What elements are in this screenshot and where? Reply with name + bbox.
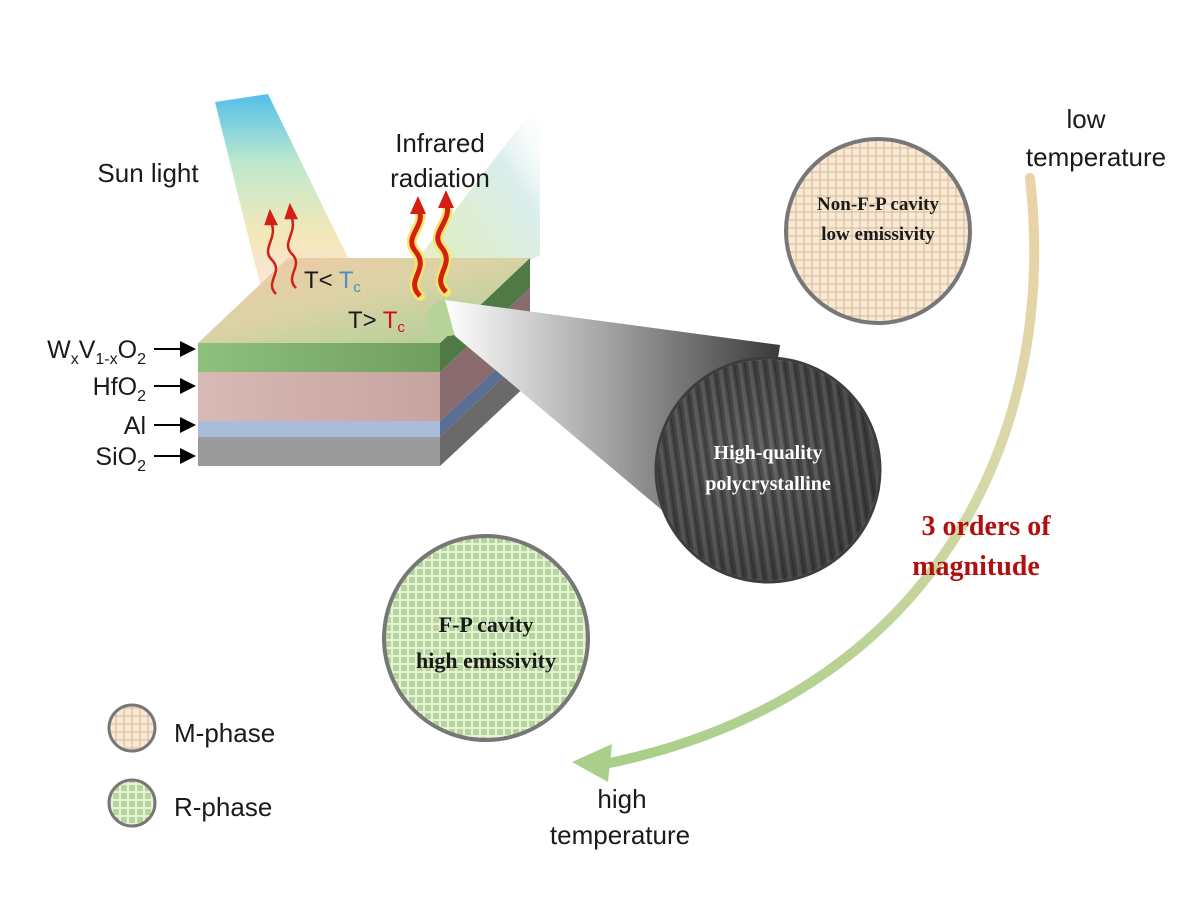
polycrystalline-circle: High-quality polycrystalline xyxy=(654,356,882,584)
layer-labels: WxV1-xO2 HfO2 Al SiO2 xyxy=(47,336,196,475)
legend: M-phase R-phase xyxy=(107,703,275,828)
cold-emission-arrows xyxy=(264,202,299,295)
high-temp-line2: temperature xyxy=(550,820,690,850)
fp-line1: F-P cavity xyxy=(439,612,534,637)
legend-r-phase-label: R-phase xyxy=(174,792,272,822)
layer-stack xyxy=(198,258,530,466)
t-less-than-tc: T<Tc xyxy=(304,267,361,296)
hot-emission-arrows xyxy=(406,190,454,301)
arc-arrowhead xyxy=(572,744,612,782)
low-temp-line2: temperature xyxy=(1026,142,1166,172)
sio2-label: SiO2 xyxy=(95,443,146,475)
poly-line1: High-quality xyxy=(714,442,823,464)
non-fp-cavity-circle: Non-F-P cavity low emissivity xyxy=(784,137,972,325)
infrared-label-line2: radiation xyxy=(390,163,490,193)
al-label: Al xyxy=(124,412,146,440)
legend-r-phase-swatch xyxy=(107,778,157,828)
t-greater-than-tc: T>Tc xyxy=(348,307,405,336)
orders-line1: 3 orders of xyxy=(921,511,1051,542)
sunlight-beam xyxy=(215,94,350,292)
high-temp-line1: high xyxy=(597,784,646,814)
hfo2-label: HfO2 xyxy=(93,373,146,405)
sun-light-label: Sun light xyxy=(97,158,199,188)
fp-line2: high emissivity xyxy=(416,648,556,673)
legend-m-phase-label: M-phase xyxy=(174,718,275,748)
orders-line2: magnitude xyxy=(912,551,1040,582)
non-fp-line2: low emissivity xyxy=(821,224,935,245)
poly-line2: polycrystalline xyxy=(705,473,831,495)
infrared-label-line1: Infrared xyxy=(395,128,485,158)
fp-cavity-circle: F-P cavity high emissivity xyxy=(382,534,590,742)
legend-m-phase-swatch xyxy=(107,703,157,753)
wvo2-label: WxV1-xO2 xyxy=(47,336,146,368)
non-fp-line1: Non-F-P cavity xyxy=(817,194,939,215)
transition-arc xyxy=(572,173,1040,782)
low-temp-line1: low xyxy=(1066,104,1105,134)
